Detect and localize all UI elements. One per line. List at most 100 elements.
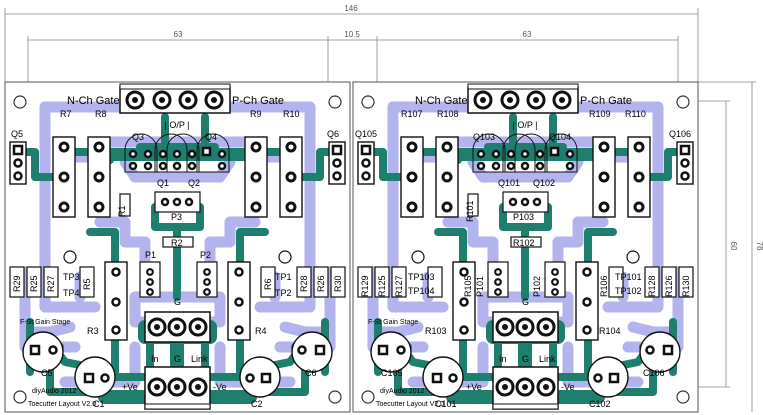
r-bot-right-2-label: R126	[664, 275, 674, 297]
r-bot-right-3-label: R130	[681, 275, 691, 297]
r-bot-left-3-label: R27	[46, 275, 56, 292]
dim-gap: 10.5	[344, 30, 360, 39]
c1-label: C1	[93, 399, 105, 409]
dim-height-total: 78	[755, 242, 763, 251]
op-label: | O/P |	[512, 120, 537, 130]
r-bot-left-3-label: R127	[394, 275, 404, 297]
r1-label: R1	[117, 205, 127, 217]
q-outer-right-label: Q106	[669, 129, 691, 139]
tp3-label: TP103	[408, 272, 435, 282]
plus-ve-label: +Ve	[122, 382, 138, 392]
stage-label: F-St Gain Stage	[368, 319, 418, 326]
r6-label: R6	[263, 278, 273, 290]
r-top-1-label: R7	[60, 109, 72, 119]
r-bot-right-2-label: R26	[316, 275, 326, 292]
g-label: G	[174, 354, 181, 364]
r2-label: R2	[171, 238, 183, 248]
p2-label: P2	[200, 250, 211, 260]
q-mid-right-label: Q2	[188, 178, 200, 188]
r-top-4-label: R110	[625, 109, 646, 119]
c1-label: C101	[435, 399, 457, 409]
r-top-3-label: R9	[250, 109, 262, 119]
q-in-left-label: Q3	[132, 132, 144, 142]
c6-label: C6	[305, 368, 317, 378]
q-outer-left-label: Q5	[11, 129, 23, 139]
dim-board-right: 63	[523, 30, 532, 39]
board-labels: N-Ch Gate P-Ch Gate | O/P | Q105 Q106 R1…	[355, 95, 691, 409]
minus-ve-label: -Ve	[213, 382, 227, 392]
q-mid-left-label: Q1	[157, 178, 169, 188]
credit-label: diyAudio 2012	[32, 388, 76, 395]
version-label: Toecutter Layout V2.0	[376, 401, 444, 408]
gate-n-label: N-Ch Gate	[415, 95, 468, 107]
r-bot-right-3-label: R30	[333, 275, 343, 292]
op-label: | O/P |	[164, 120, 189, 130]
r-top-2-label: R108	[437, 109, 459, 119]
tp4-label: TP4	[63, 288, 80, 298]
r-bot-right-1-label: R128	[647, 275, 657, 297]
gate-n-label: N-Ch Gate	[67, 95, 120, 107]
stage-label: F-St Gain Stage	[20, 319, 70, 326]
tp1-label: TP101	[615, 272, 642, 282]
c2-label: C102	[589, 399, 611, 409]
r2-label: R102	[513, 238, 535, 248]
q-mid-right-label: Q102	[533, 178, 555, 188]
p2-label: P102	[532, 276, 542, 297]
p1-label: P1	[145, 250, 156, 260]
tp4-label: TP104	[408, 286, 435, 296]
r4-label: R4	[255, 326, 267, 336]
r3-label: R103	[425, 326, 447, 336]
r3-label: R3	[87, 326, 99, 336]
q-outer-right-label: Q6	[327, 129, 339, 139]
q-mid-left-label: Q101	[498, 178, 520, 188]
r5-label: R5	[82, 278, 92, 290]
c5-label: C105	[381, 368, 403, 378]
c2-label: C2	[251, 399, 263, 409]
c5-label: C5	[41, 368, 53, 378]
q-in-right-label: Q104	[549, 132, 571, 142]
dim-board-left: 63	[174, 30, 183, 39]
r-bot-left-1-label: R29	[12, 275, 22, 292]
r5-label: R105	[463, 275, 473, 297]
c6-label: C106	[643, 368, 665, 378]
minus-ve-label: -Ve	[561, 382, 575, 392]
r-top-4-label: R10	[283, 109, 300, 119]
tp2-label: TP102	[615, 286, 642, 296]
r4-label: R104	[599, 326, 621, 336]
dim-total-width: 146	[344, 4, 358, 13]
q-in-left-label: Q103	[473, 132, 495, 142]
g-label: G	[522, 354, 529, 364]
r-bot-right-1-label: R28	[299, 275, 309, 292]
credit-label: diyAudio 2012	[380, 388, 424, 395]
in-label: In	[499, 354, 507, 364]
dimension-labels: 146 63 10.5 63 60 78	[174, 4, 763, 251]
p1-label: P101	[475, 276, 485, 297]
r6-label: R106	[599, 275, 609, 297]
in-label: In	[151, 354, 159, 364]
g-mid-label: G	[522, 297, 529, 307]
board-labels: N-Ch Gate P-Ch Gate | O/P | Q5 Q6 R7 R8 …	[11, 95, 343, 409]
gate-p-label: P-Ch Gate	[232, 95, 284, 107]
r-top-3-label: R109	[589, 109, 611, 119]
r-bot-left-1-label: R129	[360, 275, 370, 297]
r-top-1-label: R107	[401, 109, 423, 119]
gate-p-label: P-Ch Gate	[580, 95, 632, 107]
dim-height-inner: 60	[729, 242, 738, 251]
amplifier-board-right: N-Ch Gate P-Ch Gate | O/P | Q105 Q106 R1…	[353, 82, 698, 412]
r-top-2-label: R8	[95, 109, 107, 119]
p3-label: P103	[513, 212, 534, 222]
link-label: Link	[191, 354, 208, 364]
r1-label: R101	[465, 200, 475, 222]
plus-ve-label: +Ve	[466, 382, 482, 392]
amplifier-board-left: N-Ch Gate P-Ch Gate | O/P | Q5 Q6 R7 R8 …	[5, 82, 350, 412]
tp3-label: TP3	[63, 272, 80, 282]
g-mid-label: G	[174, 297, 181, 307]
r-bot-left-2-label: R25	[29, 275, 39, 292]
tp1-label: TP1	[275, 272, 292, 282]
version-label: Toecutter Layout V2.0	[28, 401, 96, 408]
r-bot-left-2-label: R125	[377, 275, 387, 297]
tp2-label: TP2	[275, 288, 292, 298]
p3-label: P3	[171, 212, 182, 222]
